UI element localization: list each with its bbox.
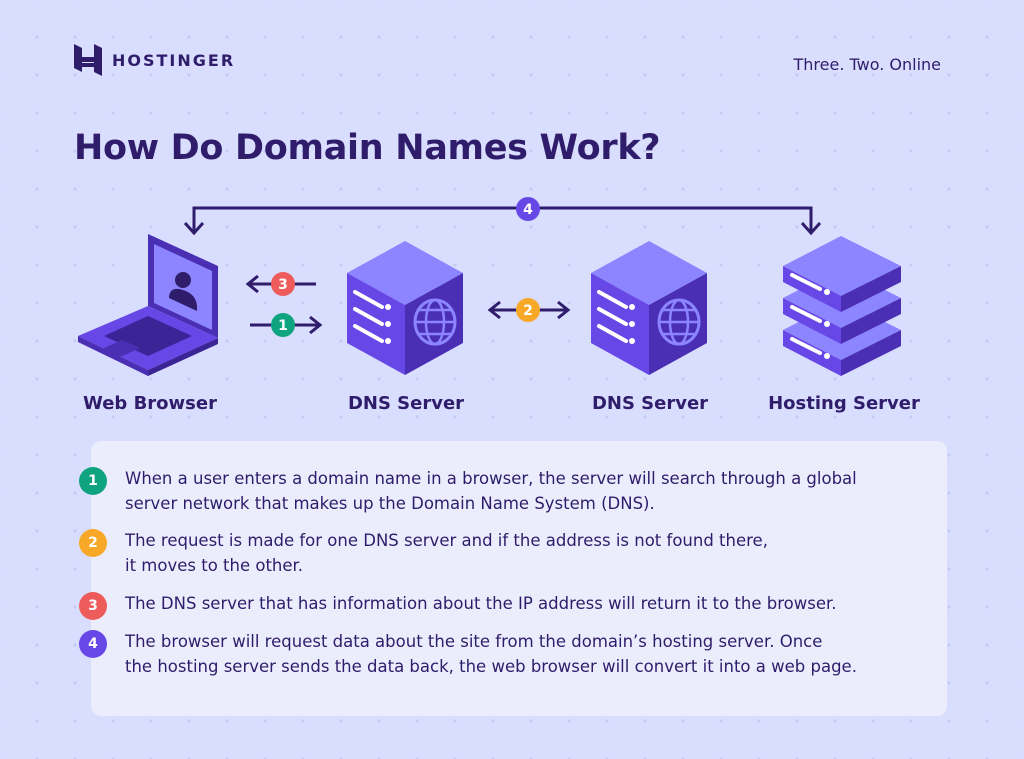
connector-2-number: 2 xyxy=(523,303,533,319)
dns-server-icon-1 xyxy=(347,241,463,375)
node-label-web-browser: Web Browser xyxy=(83,393,217,414)
step-1-badge: 1 xyxy=(79,467,107,495)
dns-server-icon-2 xyxy=(591,241,707,375)
step-4-line-2: the hosting server sends the data back, … xyxy=(125,657,857,676)
connector-1: 1 xyxy=(250,313,323,337)
page-title: How Do Domain Names Work? xyxy=(74,128,661,168)
connector-4-number: 4 xyxy=(523,202,533,218)
brand-name: HOSTINGER xyxy=(112,50,236,70)
step-4-line-1: The browser will request data about the … xyxy=(125,632,823,651)
node-label-dns-server-1: DNS Server xyxy=(347,393,465,414)
dns-flow-diagram: 4 3 1 2 xyxy=(78,197,901,376)
node-label-dns-server-2: DNS Server xyxy=(591,393,709,414)
step-4-badge: 4 xyxy=(79,630,107,658)
steps-panel: 1 When a user enters a domain name in a … xyxy=(79,441,947,716)
laptop-icon xyxy=(78,234,218,376)
connector-2: 2 xyxy=(487,298,571,322)
connector-3: 3 xyxy=(245,272,316,296)
node-label-hosting-server: Hosting Server xyxy=(768,393,920,414)
connector-3-number: 3 xyxy=(278,277,288,293)
step-1-line-1: When a user enters a domain name in a br… xyxy=(125,469,857,488)
tagline: Three. Two. Online xyxy=(793,55,942,74)
connector-1-number: 1 xyxy=(278,318,288,334)
hostinger-logo-icon xyxy=(74,44,102,76)
step-3-line-1: The DNS server that has information abou… xyxy=(125,594,837,613)
step-2-line-1: The request is made for one DNS server a… xyxy=(125,531,768,550)
hosting-server-icon xyxy=(783,236,901,376)
brand-logo: HOSTINGER xyxy=(74,44,235,76)
step-3-badge: 3 xyxy=(79,592,107,620)
step-2-badge: 2 xyxy=(79,529,107,557)
connector-4: 4 xyxy=(183,197,822,236)
step-2-line-2: it moves to the other. xyxy=(125,556,304,575)
step-1-line-2: server network that makes up the Domain … xyxy=(125,494,655,513)
